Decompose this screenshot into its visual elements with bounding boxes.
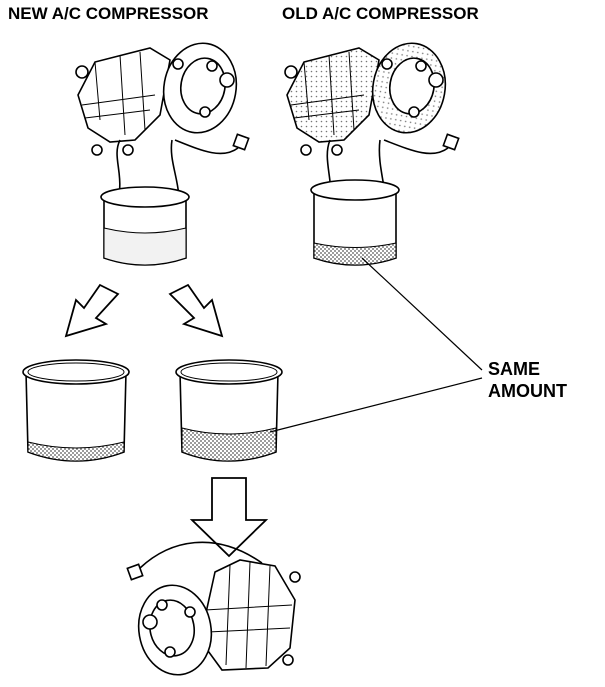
pour-arrow-right (168, 283, 224, 338)
fill-arrow-down (189, 477, 269, 558)
new-compressor-illustration (75, 42, 250, 223)
same-amount-callout: SAME AMOUNT (488, 358, 567, 402)
new-compressor-beaker (100, 186, 190, 266)
callout-line-2: AMOUNT (488, 381, 567, 401)
old-compressor-beaker (310, 179, 400, 266)
refilled-compressor-illustration (126, 541, 301, 676)
old-compressor-label: OLD A/C COMPRESSOR (282, 4, 479, 23)
pour-arrow-left (64, 283, 120, 338)
new-compressor-label: NEW A/C COMPRESSOR (8, 4, 209, 23)
same-amount-leader-lines (269, 257, 483, 433)
discard-beaker (22, 359, 130, 462)
refill-beaker (175, 359, 283, 462)
old-compressor-illustration (284, 42, 460, 246)
callout-line-1: SAME (488, 359, 541, 379)
